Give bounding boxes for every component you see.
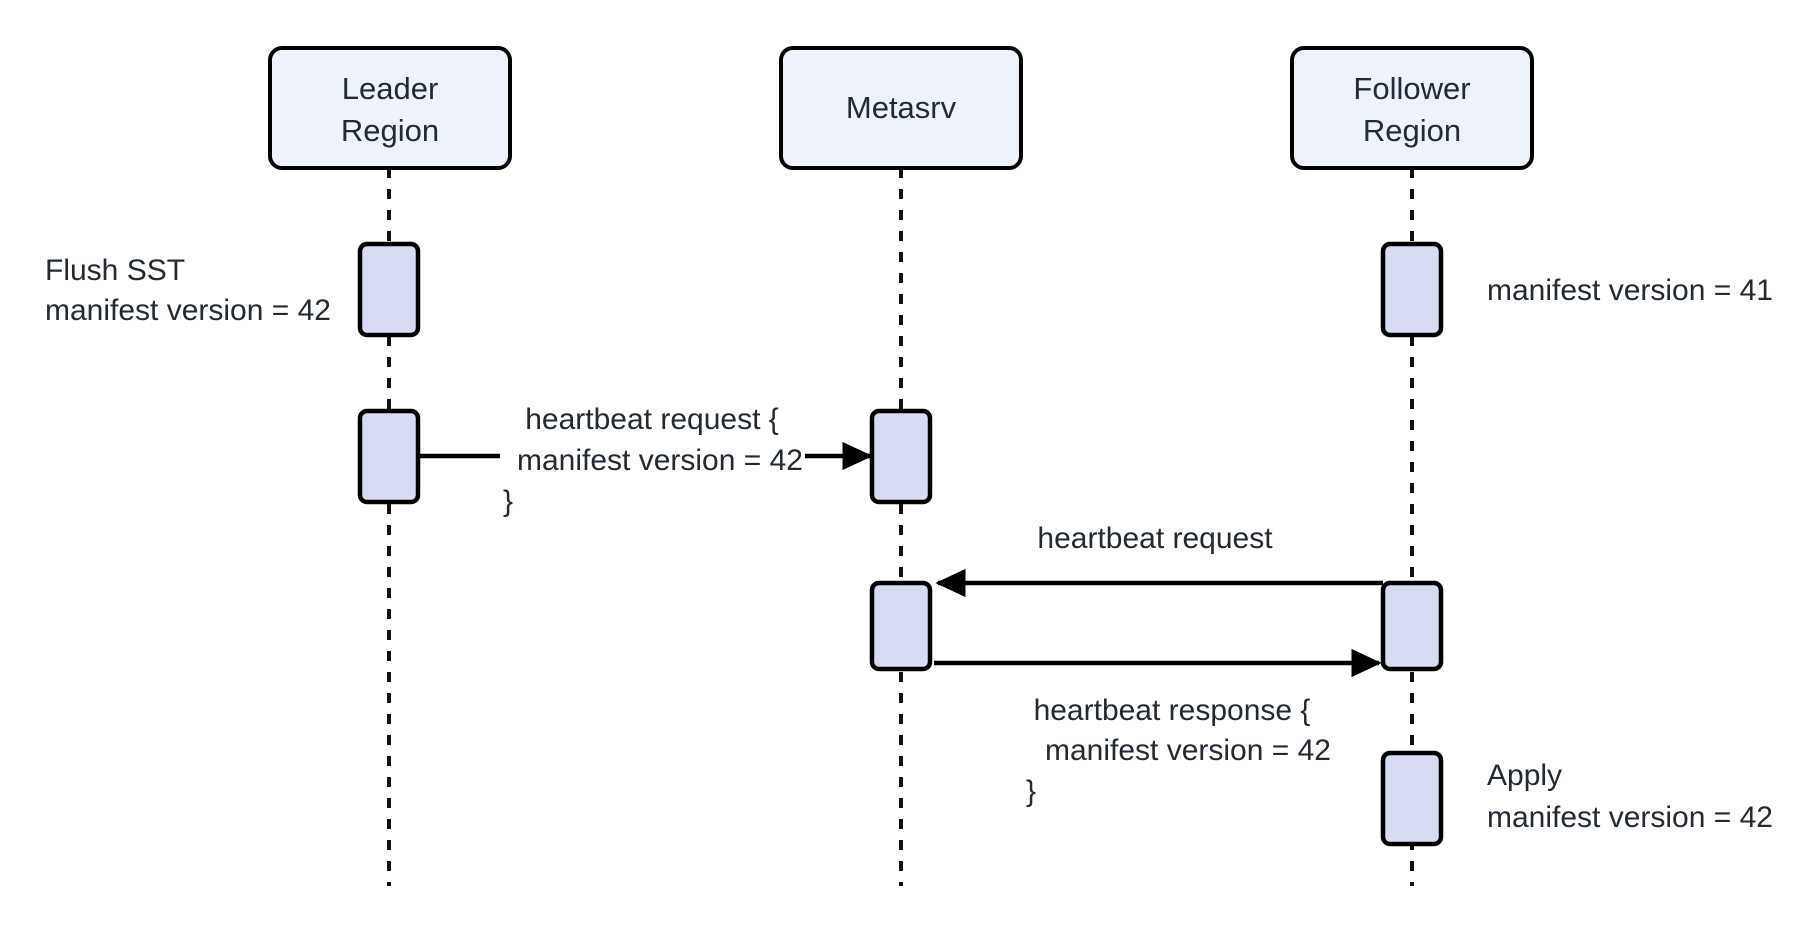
activation-leader-heartbeat[interactable] <box>357 408 421 505</box>
activation-follower-heartbeat[interactable] <box>1380 580 1444 672</box>
message-label-leader-to-metasrv-line2: manifest version = 42 <box>517 444 803 477</box>
participant-box-follower[interactable] <box>1290 46 1534 170</box>
participant-label-follower-line1: Follower <box>1353 71 1470 106</box>
participant-box-metasrv[interactable] <box>779 46 1023 170</box>
activation-bars-group <box>357 241 1444 847</box>
note-follower-version-41-line1: manifest version = 41 <box>1487 274 1773 307</box>
activation-follower-apply[interactable] <box>1380 750 1444 847</box>
participant-leader[interactable]: Leader Region <box>268 46 512 170</box>
message-metasrv-to-follower[interactable]: heartbeat response { manifest version = … <box>934 648 1382 808</box>
message-label-metasrv-to-follower-line3: } <box>1026 775 1036 808</box>
activation-leader-flush[interactable] <box>357 241 421 338</box>
participant-label-leader-line1: Leader <box>342 71 439 106</box>
message-label-metasrv-to-follower-line1: heartbeat response { <box>1034 694 1311 727</box>
lifelines-group <box>387 168 1414 886</box>
participant-label-leader-line2: Region <box>341 113 439 148</box>
note-flush-sst: Flush SST manifest version = 42 <box>45 254 331 327</box>
message-label-leader-to-metasrv-line3: } <box>503 485 513 518</box>
activation-metasrv-heartbeat-exchange[interactable] <box>869 580 933 672</box>
note-flush-sst-line1: Flush SST <box>45 254 185 287</box>
activation-metasrv-heartbeat-in[interactable] <box>869 408 933 505</box>
participant-metasrv[interactable]: Metasrv <box>779 46 1023 170</box>
note-apply-line2: manifest version = 42 <box>1487 801 1773 834</box>
activation-follower-version-41[interactable] <box>1380 241 1444 338</box>
note-flush-sst-line2: manifest version = 42 <box>45 294 331 327</box>
participant-label-metasrv-line1: Metasrv <box>846 90 957 125</box>
note-apply-line1: Apply <box>1487 759 1562 792</box>
message-label-leader-to-metasrv-line1: heartbeat request { <box>525 403 779 436</box>
message-label-metasrv-to-follower-line2: manifest version = 42 <box>1045 734 1331 767</box>
participant-follower[interactable]: Follower Region <box>1290 46 1534 170</box>
message-label-follower-to-metasrv: heartbeat request <box>1037 522 1273 555</box>
note-apply: Apply manifest version = 42 <box>1487 759 1773 834</box>
message-follower-to-metasrv[interactable]: heartbeat request <box>935 522 1383 598</box>
note-follower-version-41: manifest version = 41 <box>1487 274 1773 307</box>
participant-label-follower-line2: Region <box>1363 113 1461 148</box>
participant-box-leader[interactable] <box>268 46 512 170</box>
message-leader-to-metasrv[interactable]: heartbeat request { manifest version = 4… <box>420 403 873 518</box>
